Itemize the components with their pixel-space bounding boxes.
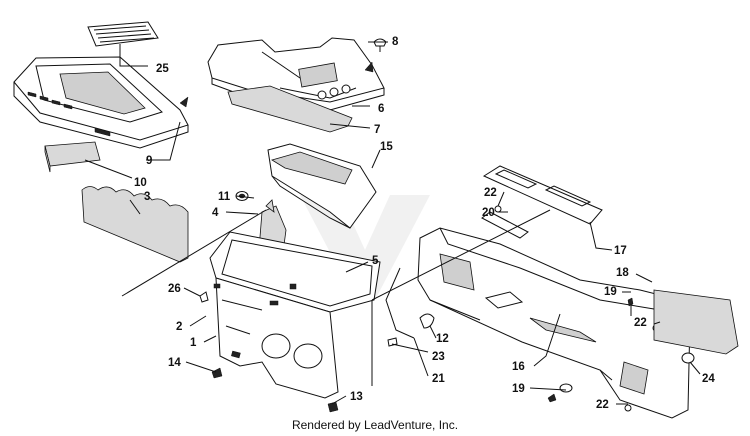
callout-24: 24 [702,373,715,385]
callout-16: 16 [512,361,525,373]
callout-26: 26 [168,283,181,295]
callout-11: 11 [218,191,231,203]
callout-15: 15 [380,141,393,153]
leader-lines [84,41,701,405]
callout-8: 8 [392,36,399,48]
part-8-screw [373,38,387,52]
part-25-grille [87,21,159,47]
part-9-cover [13,56,189,149]
callout-17: 17 [614,245,627,257]
part-15-duct [267,143,377,229]
part-1-airbox-body [209,231,381,399]
callout-9: 9 [146,155,152,167]
callout-4: 4 [212,207,219,219]
watermark-logo [300,195,430,300]
part-17-gasket [482,165,603,225]
callout-2: 2 [176,321,182,333]
callout-10: 10 [134,177,147,189]
callout-12: 12 [436,333,449,345]
callout-21: 21 [432,373,445,385]
callout-22-lower: 22 [596,399,609,411]
part-21-hose [385,267,415,347]
callout-6: 6 [378,103,384,115]
part-18-foam-pad [653,289,739,355]
callout-23: 23 [432,351,445,363]
callout-20: 20 [482,207,495,219]
callout-3: 3 [144,191,150,203]
callout-19-lower: 19 [512,383,525,395]
callout-1: 1 [190,337,197,349]
callout-22-mid: 22 [634,317,647,329]
part-26-screw [199,291,209,303]
callout-5: 5 [372,255,379,267]
callout-13: 13 [350,391,363,403]
callout-labels: 25 8 6 7 9 10 3 11 4 15 5 26 2 1 14 13 1… [134,36,715,411]
callout-14: 14 [168,357,181,369]
part-3-foam-strip [81,186,189,263]
callout-7: 7 [374,124,380,136]
footer-credit: Rendered by LeadVenture, Inc. [291,418,459,432]
callout-19-upper: 19 [604,286,617,298]
callout-25: 25 [156,63,169,75]
part-12-clamp [419,313,435,329]
callout-18: 18 [616,267,629,279]
callout-22-top: 22 [484,187,497,199]
part-14-fastener [211,367,223,379]
part-6-housing-top [207,37,385,111]
part-10-filter-foam [44,141,101,173]
part-16-front-housing [417,227,691,419]
part-24-plug [681,352,695,364]
